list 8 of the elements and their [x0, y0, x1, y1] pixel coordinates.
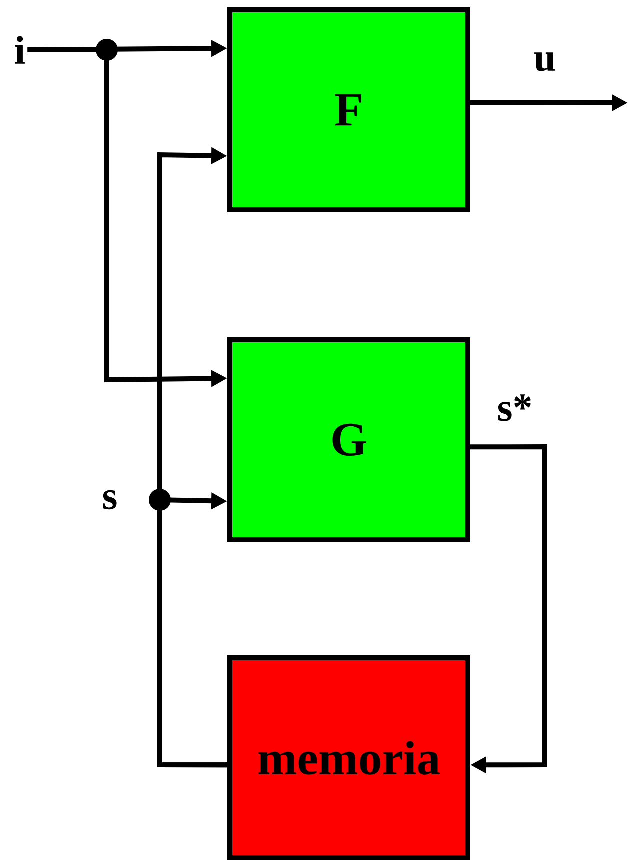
process-box: F: [228, 8, 470, 212]
input-label: i: [15, 36, 25, 64]
edge-label: s: [101, 489, 119, 511]
memory-box: memoria: [228, 656, 470, 860]
edge-label: s*: [496, 394, 534, 422]
arrow: [470, 444, 548, 774]
process-box: G: [228, 338, 470, 542]
edge-label: u: [532, 52, 558, 72]
